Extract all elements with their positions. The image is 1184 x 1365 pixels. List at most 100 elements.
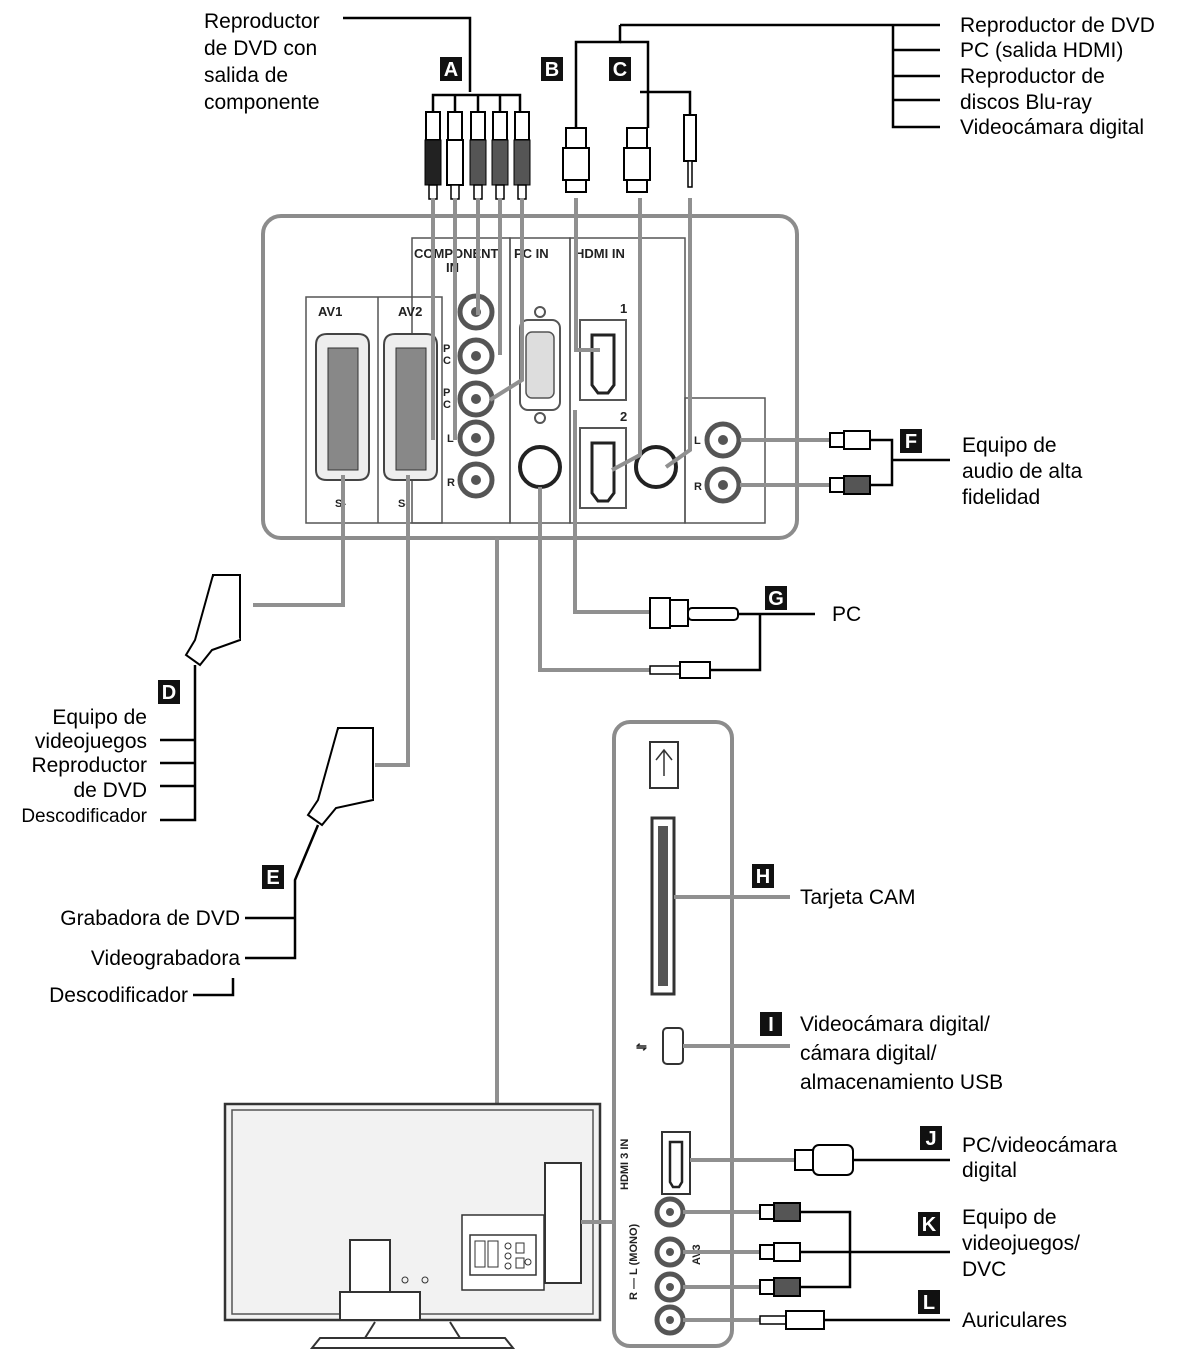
label-line: Reproductor de [960,65,1105,88]
rca-plugs-a [424,111,531,200]
pr-label: P [443,343,450,355]
svg-text:C: C [613,59,627,81]
j-device-label: PC/videocámara digital [962,1134,1118,1182]
rca-plugs-k [759,1202,801,1297]
av1-label: AV1 [318,304,342,319]
label-line: Videograbadora [91,947,240,970]
label-line: Equipo de [962,1206,1057,1229]
minijack-g [649,661,711,679]
label-line: Grabadora de DVD [60,907,240,930]
av3-jacks [654,1196,686,1303]
svg-text:H: H [756,866,770,888]
av2-s-label: S- [398,498,409,510]
vga-plug-g [649,597,739,629]
label-line: Equipo de [52,706,147,729]
label-line: PC (salida HDMI) [960,39,1123,62]
headphone-plug-l [759,1310,825,1330]
label-line: Videocámara digital [960,116,1144,139]
cable-c-audio [640,90,692,115]
label-line: videojuegos [35,730,147,753]
badge-l: L [918,1290,940,1314]
hdmi-port1-label: 1 [620,301,627,316]
cable-k [800,1210,950,1289]
label-line: Reproductor de DVD [960,14,1155,37]
line-g-vga [573,410,650,614]
label-line: Reproductor [204,10,320,33]
hdmi3-port [661,1131,691,1195]
svg-text:E: E [266,867,279,889]
bracket-right [891,25,940,129]
label-line: Descodificador [21,806,147,827]
cam-slot [650,816,676,996]
pc-audio-jack [518,445,562,489]
svg-text:J: J [925,1128,936,1150]
label-line: de DVD con [204,37,317,60]
line-c-audio [664,198,692,469]
label-line: discos Blu-ray [960,91,1092,114]
scart-av1 [315,333,370,481]
label-line: Descodificador [49,984,188,1007]
pb-label-c: C [443,399,451,411]
badge-k: K [918,1212,940,1236]
pb-label: P [443,387,450,399]
hdmi-port-1 [579,319,627,401]
av1-s-label: S- [335,498,346,510]
cable-a-split [431,93,522,112]
badge-e: E [262,865,284,889]
usb-devices-label: Videocámara digital/ cámara digital/ alm… [800,1013,1003,1094]
bracket-ticks [893,48,940,102]
cable-f [870,438,894,487]
line-c-hdmi [611,198,642,472]
out-l-label: L [694,435,701,447]
component-label-in: IN [446,260,459,275]
label-line: audio de alta [962,460,1083,483]
svg-text:L: L [923,1292,935,1314]
cable-e [245,824,320,960]
headphone-jack [654,1304,686,1336]
cable-d [160,665,197,822]
av-section [305,296,443,524]
pc-label: PC [832,603,861,626]
badge-h: H [752,864,774,888]
rca-plugs-f [829,430,871,495]
label-line: digital [962,1159,1017,1182]
scart-plug-d [184,574,241,667]
tv-rear [223,1102,614,1349]
hifi-audio-label: Equipo de audio de alta fidelidad [962,434,1083,509]
line-b [574,198,600,352]
cable-c-hdmi [620,40,650,128]
badge-a: A [440,57,462,81]
hdmi-plug-c [623,127,651,193]
badge-d: D [158,680,180,704]
k-device-label: Equipo de videojuegos/ DVC [962,1206,1080,1281]
hdmi3-label: HDMI 3 IN [619,1139,631,1190]
component-dvd-label: Reproductor de DVD con salida de compone… [204,10,320,114]
cable-e-tick2 [193,978,235,997]
audio-out-jacks [704,421,742,504]
label-line: PC/videocámara [962,1134,1118,1157]
label-line: cámara digital/ [800,1042,937,1065]
badge-g: G [765,586,787,610]
label-line: DVC [962,1258,1006,1281]
cable-b [574,25,622,128]
hdmi-port2-label: 2 [620,409,627,424]
pc-in-label: PC IN [514,246,549,261]
label-line: salida de [204,64,288,87]
line-g-audio [538,487,650,672]
minijack-c [683,114,697,188]
hdmi-in-label: HDMI IN [575,246,625,261]
pr-label-c: C [443,355,451,367]
mono-label: R — L (MONO) [628,1223,640,1300]
scart-plug-e [306,727,374,827]
vga-port [519,306,561,424]
line-e [375,475,410,767]
component-l-label: L [447,433,454,445]
line-k [683,1210,760,1289]
label-line: Videocámara digital/ [800,1013,990,1036]
hdmi-in-section [569,237,686,524]
svg-text:B: B [545,59,559,81]
headphones-label: Auriculares [962,1309,1067,1332]
svg-text:I: I [768,1014,774,1036]
svg-text:K: K [922,1214,937,1236]
component-r-label: R [447,477,455,489]
